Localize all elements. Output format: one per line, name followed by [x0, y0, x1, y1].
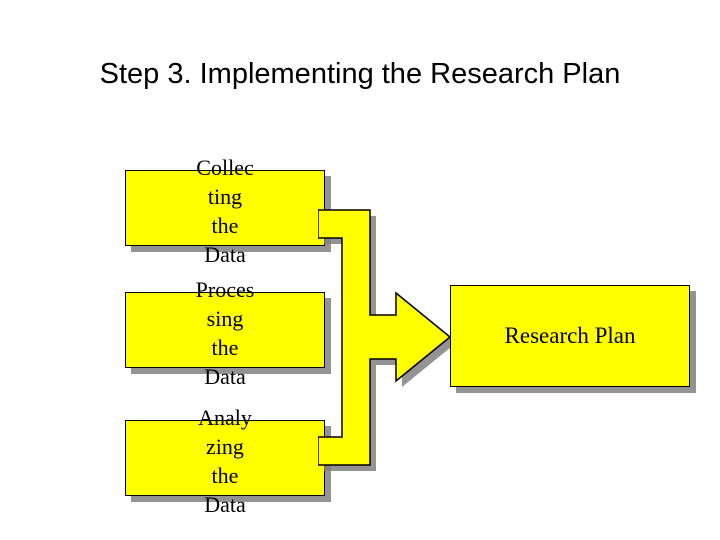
box-research-plan-label: Research Plan	[504, 323, 636, 348]
box-research-plan[interactable]: Research Plan	[450, 285, 690, 387]
page-title: Step 3. Implementing the Research Plan	[99, 58, 621, 90]
merge-arrow-shape	[318, 209, 452, 466]
merge-arrow	[318, 205, 458, 471]
